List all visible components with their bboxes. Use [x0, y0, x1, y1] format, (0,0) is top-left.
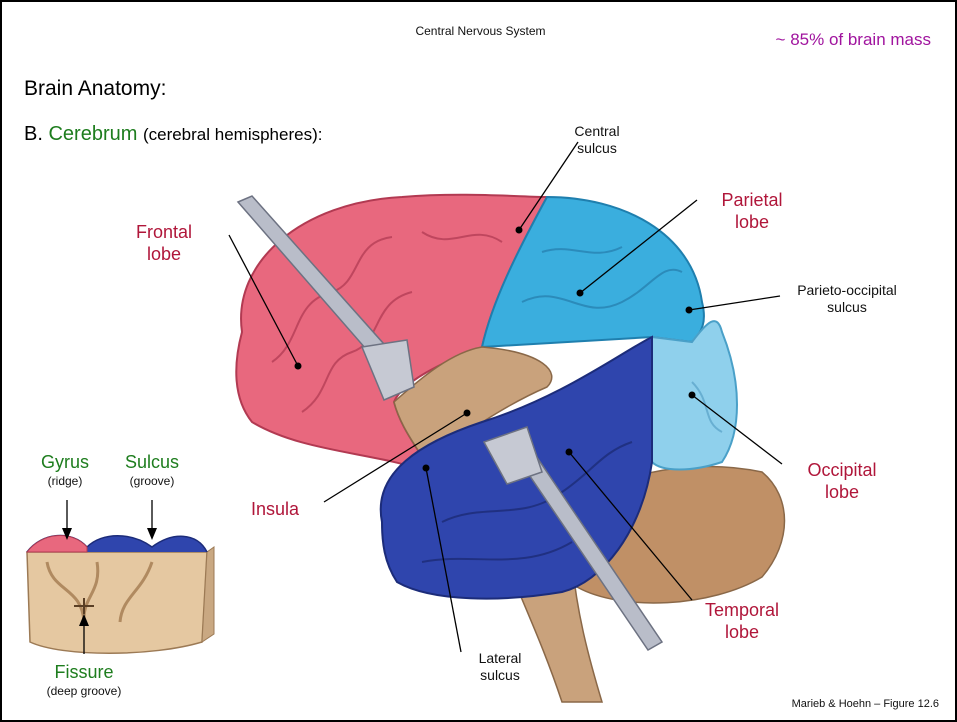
label-parietal-lobe: Parietal lobe [707, 190, 797, 234]
inset-sulcus-label: Sulcus (groove) [112, 452, 192, 489]
gyrus-sulcus-inset [27, 536, 214, 654]
label-frontal-lobe: Frontal lobe [119, 222, 209, 266]
sulcus-note: (groove) [112, 474, 192, 489]
label-occipital-lobe: Occipital lobe [792, 460, 892, 504]
sulcus-term: Sulcus [112, 452, 192, 474]
section-description: (cerebral hemispheres): [143, 125, 323, 144]
figure-credit: Marieb & Hoehn – Figure 12.6 [792, 698, 939, 710]
brain-mass-note: ~ 85% of brain mass [776, 30, 931, 50]
label-insula: Insula [230, 499, 320, 521]
inset-fissure-label: Fissure (deep groove) [24, 662, 144, 699]
label-temporal-lobe: Temporal lobe [692, 600, 792, 644]
label-lateral-sulcus: Lateral sulcus [460, 650, 540, 684]
heading: Brain Anatomy: [24, 77, 166, 101]
section-term: Cerebrum [48, 123, 137, 145]
label-parieto-occipital-sulcus: Parieto-occipital sulcus [767, 282, 927, 316]
gyrus-note: (ridge) [30, 474, 100, 489]
label-central-sulcus: Central sulcus [557, 123, 637, 157]
section-marker: B. [24, 123, 43, 145]
fissure-term: Fissure [24, 662, 144, 684]
section-line: B. Cerebrum (cerebral hemispheres): [24, 123, 322, 146]
inset-gyrus-label: Gyrus (ridge) [30, 452, 100, 489]
gyrus-term: Gyrus [30, 452, 100, 474]
fissure-note: (deep groove) [24, 684, 144, 699]
